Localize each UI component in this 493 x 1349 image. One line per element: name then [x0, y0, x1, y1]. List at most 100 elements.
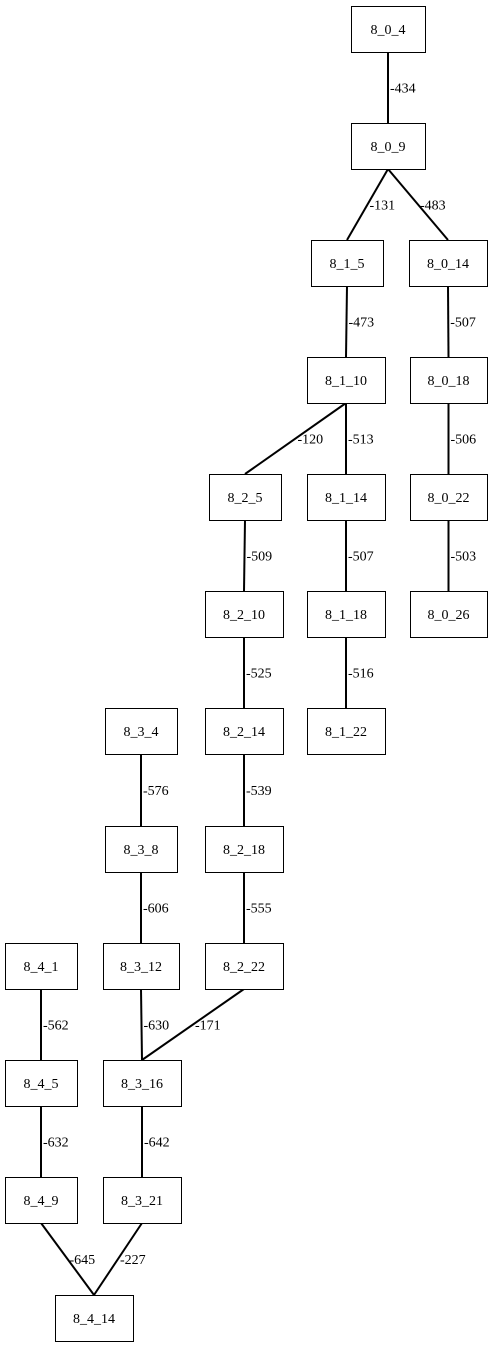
graph-node: 8_0_18 [410, 357, 488, 404]
edge-label: -473 [349, 316, 375, 331]
edge-label: -630 [144, 1019, 170, 1034]
graph-nodes: 8_0_4 8_0_9 8_0_14 8_0_18 8_0_22 8_0_26 8_1_5 8… [5, 6, 488, 1342]
node-label: 8_4_1 [24, 960, 59, 975]
node-label: 8_3_8 [124, 843, 159, 858]
node-label: 8_0_18 [428, 374, 470, 389]
graph-node: 8_4_5 [5, 1060, 78, 1107]
edge-line [346, 168, 389, 241]
graph-node: 8_3_21 [103, 1177, 182, 1224]
edge-label: -606 [143, 902, 169, 917]
node-box [5, 1177, 78, 1224]
edge-label: -576 [143, 784, 169, 799]
graph-node: 8_3_12 [103, 943, 180, 990]
edge-label: -434 [390, 82, 416, 97]
edge-label: -507 [348, 550, 374, 565]
node-box [311, 240, 384, 287]
graph-node: 8_0_4 [351, 6, 426, 53]
node-box [209, 474, 282, 521]
edge-line [93, 1222, 143, 1296]
node-box [351, 6, 426, 53]
edge-label: -506 [451, 433, 477, 448]
node-label: 8_1_14 [325, 491, 367, 506]
node-label: 8_0_22 [428, 491, 470, 506]
edge-label: -555 [246, 902, 272, 917]
graph-node: 8_1_18 [307, 591, 386, 638]
node-box [105, 826, 178, 873]
node-label: 8_2_10 [223, 608, 265, 623]
node-label: 8_4_9 [24, 1194, 59, 1209]
graph-node: 8_2_18 [205, 826, 284, 873]
edge-label: -131 [370, 199, 396, 214]
node-box [307, 708, 386, 755]
node-box [307, 591, 386, 638]
node-box [307, 474, 386, 521]
graph-node: 8_1_10 [307, 357, 386, 404]
node-label: 8_0_14 [427, 257, 469, 272]
node-box [103, 1060, 182, 1107]
edge-label: -120 [298, 433, 324, 448]
edge-line [141, 988, 245, 1061]
node-box [410, 591, 488, 638]
edge-label: -642 [144, 1136, 170, 1151]
node-label: 8_3_12 [120, 960, 162, 975]
graph-node: 8_3_4 [105, 708, 178, 755]
edge-line [345, 285, 348, 358]
graph-node: 8_1_22 [307, 708, 386, 755]
node-box [103, 1177, 182, 1224]
node-box [410, 357, 488, 404]
node-label: 8_1_10 [325, 374, 367, 389]
graph-node: 8_4_9 [5, 1177, 78, 1224]
graph-node: 8_2_14 [205, 708, 284, 755]
node-box [103, 943, 180, 990]
node-label: 8_0_9 [371, 140, 406, 155]
edge-label: -483 [420, 199, 446, 214]
node-label: 8_3_16 [121, 1077, 163, 1092]
graph-node: 8_2_5 [209, 474, 282, 521]
graph-node: 8_2_10 [205, 591, 284, 638]
node-label: 8_2_18 [223, 843, 265, 858]
node-box [205, 708, 284, 755]
edge-label: -539 [246, 784, 272, 799]
edge-line [40, 1222, 95, 1296]
graph-node: 8_4_1 [5, 943, 78, 990]
edge-label: -513 [348, 433, 374, 448]
node-label: 8_1_18 [325, 608, 367, 623]
node-label: 8_4_5 [24, 1077, 59, 1092]
edge-label: -632 [43, 1136, 69, 1151]
edge-label: -507 [450, 316, 476, 331]
edge-label: -503 [451, 550, 477, 565]
edge-line [447, 285, 450, 358]
edge-label: -525 [246, 667, 272, 682]
graph-node: 8_0_9 [351, 123, 426, 170]
node-label: 8_1_22 [325, 725, 367, 740]
edge-line [140, 988, 143, 1061]
graph-node: 8_0_14 [409, 240, 488, 287]
node-label: 8_0_4 [371, 23, 406, 38]
graph-edges: -434-131-483-473-507-120-513-506-509-507… [40, 52, 477, 1296]
edge-line [243, 519, 246, 592]
node-box [409, 240, 488, 287]
edge-label: -645 [70, 1253, 96, 1268]
graph-node: 8_0_26 [410, 591, 488, 638]
graph-node: 8_4_14 [55, 1295, 134, 1342]
node-box [205, 943, 284, 990]
edge-line [387, 168, 449, 241]
edge-line [244, 402, 347, 475]
node-box [205, 826, 284, 873]
graph-node: 8_1_14 [307, 474, 386, 521]
edge-label: -227 [120, 1253, 146, 1268]
graph-node: 8_2_22 [205, 943, 284, 990]
node-label: 8_1_5 [330, 257, 365, 272]
node-box [5, 1060, 78, 1107]
edge-label: -562 [43, 1019, 69, 1034]
edge-label: -171 [195, 1019, 221, 1034]
node-box [307, 357, 386, 404]
node-box [410, 474, 488, 521]
node-label: 8_2_14 [223, 725, 265, 740]
node-box [105, 708, 178, 755]
graph-node: 8_3_8 [105, 826, 178, 873]
node-box [5, 943, 78, 990]
node-label: 8_2_22 [223, 960, 265, 975]
graph-node: 8_3_16 [103, 1060, 182, 1107]
